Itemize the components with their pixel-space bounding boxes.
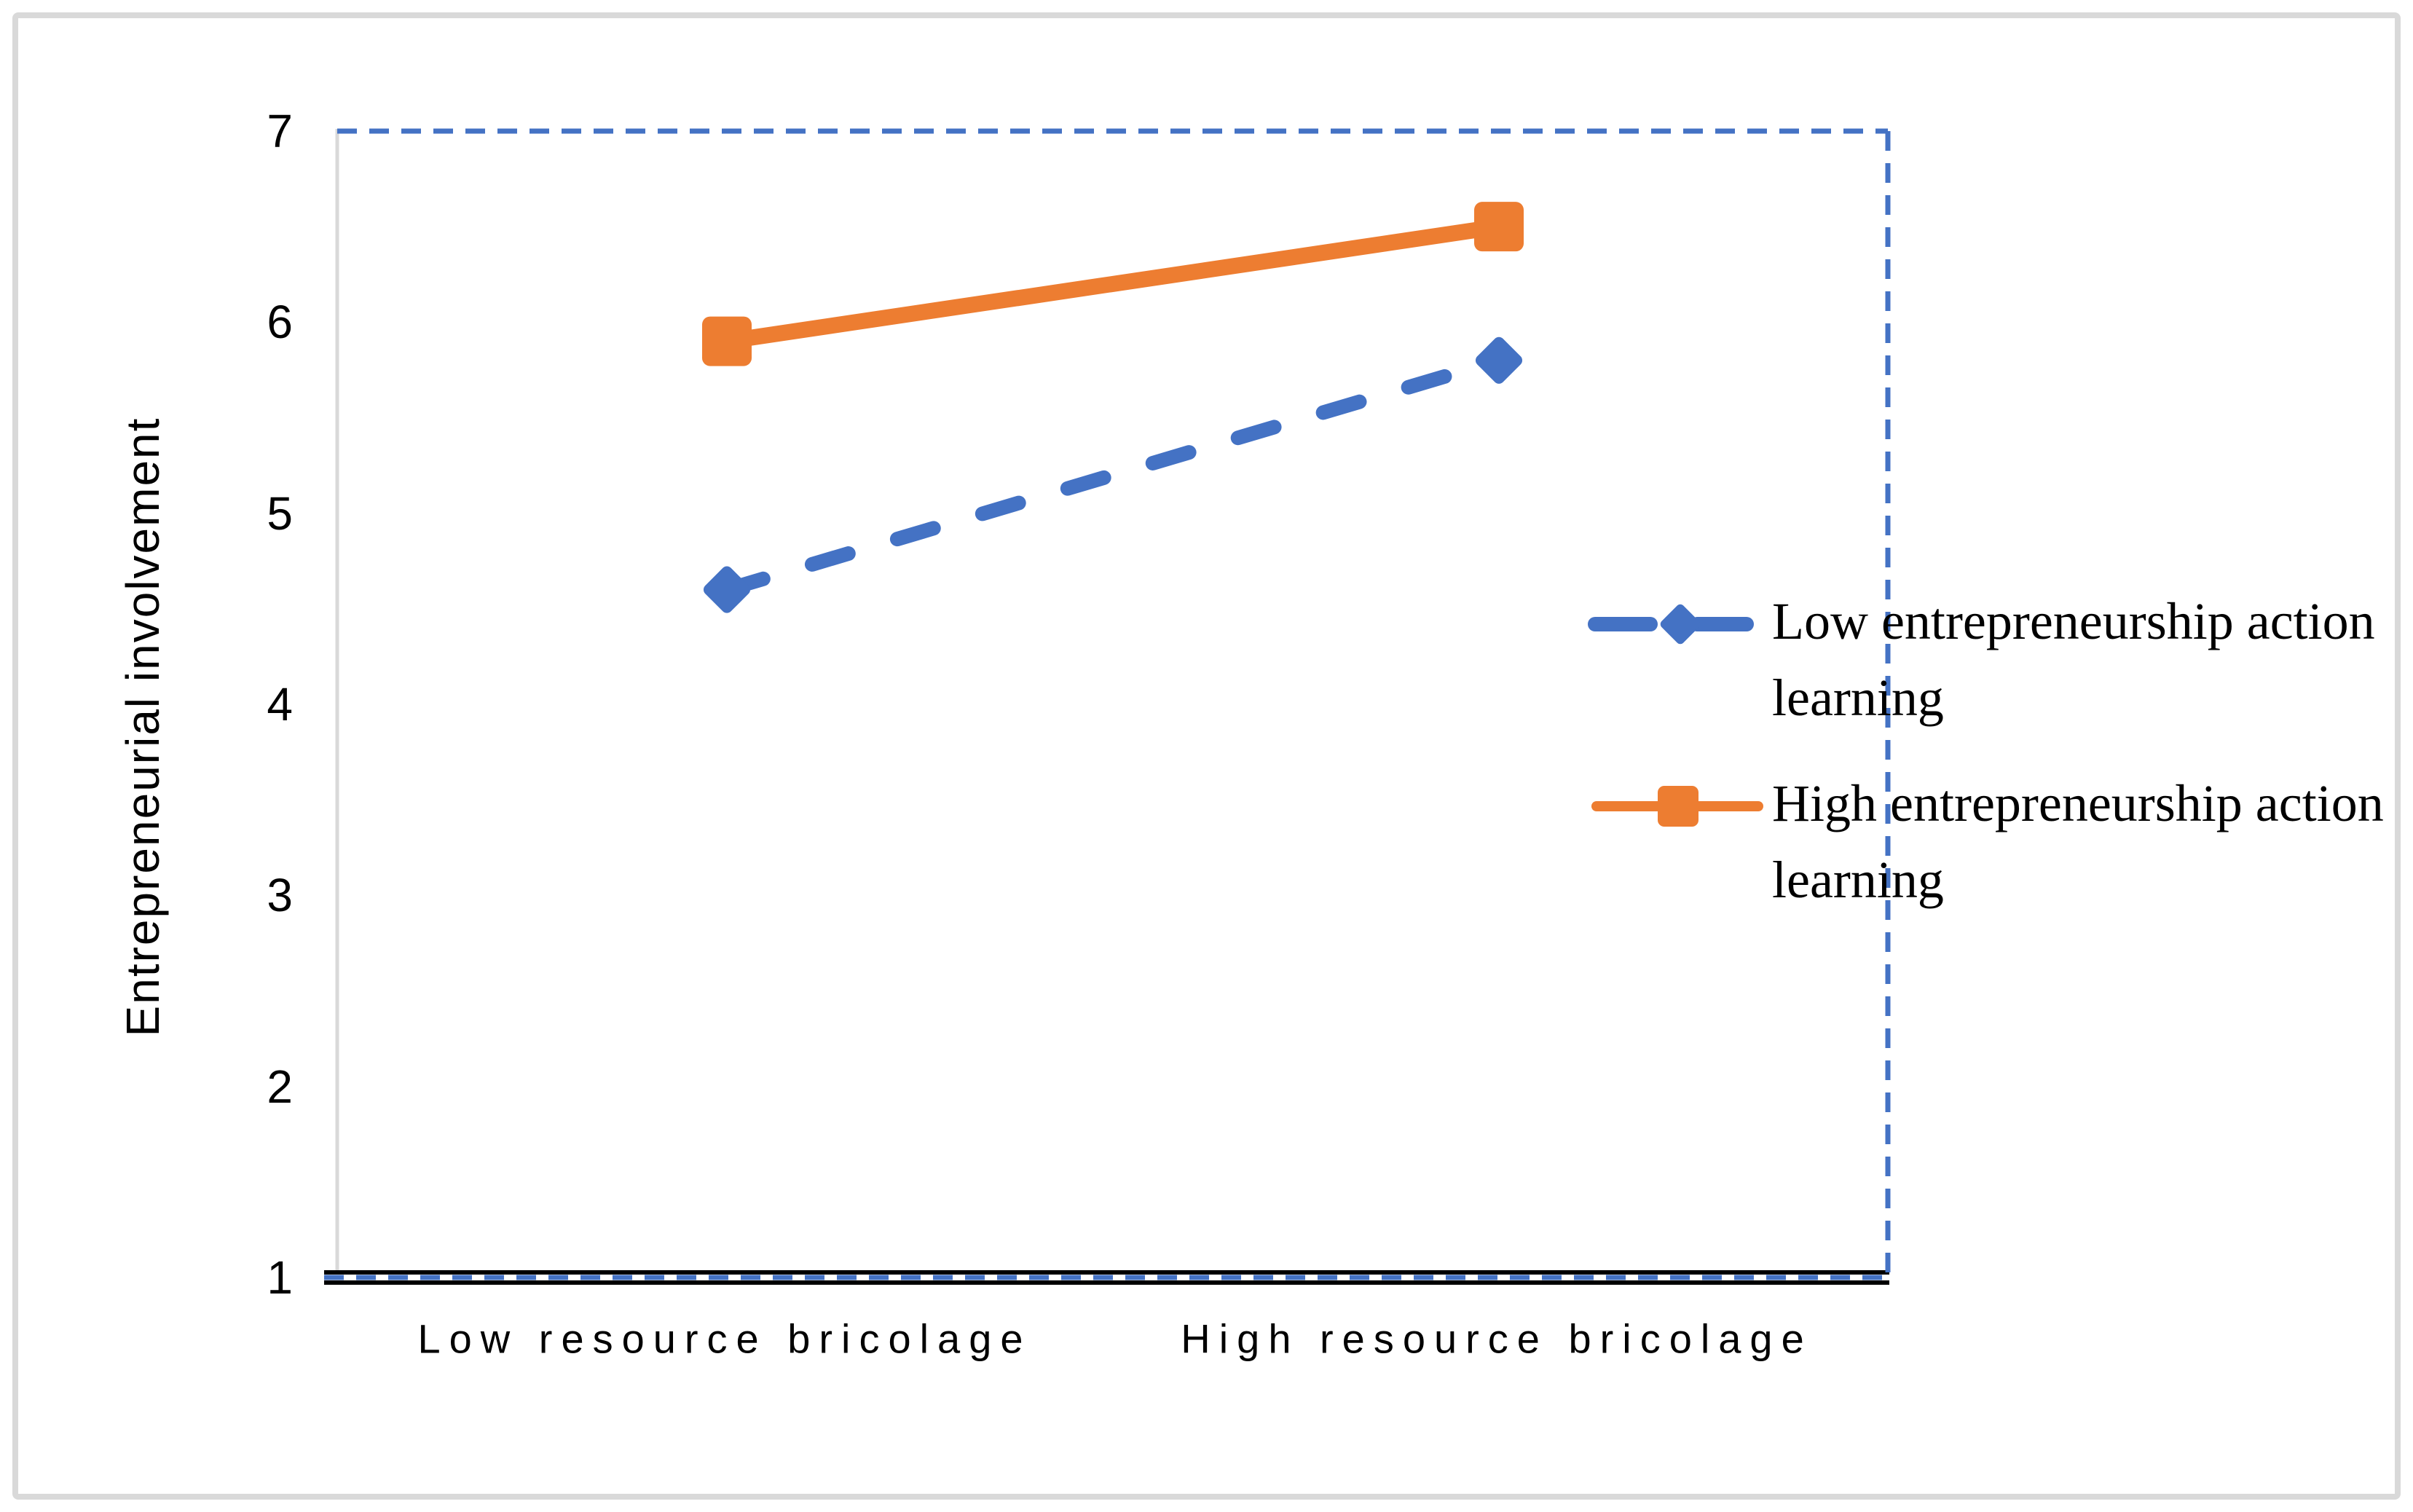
series-1-marker-square-0 [702,316,752,366]
y-tick-label-2: 2 [267,1060,293,1113]
x-category-label-low: Low resource bricolage [417,1315,1032,1362]
y-axis-title: Entrepreneurial involvement [117,417,169,1037]
legend-label-high-series: High entrepreneurship action learning [1772,774,2384,909]
legend-sample-square [1658,786,1698,827]
y-tick-label-7: 7 [267,105,293,157]
series-1-marker-square-1 [1474,202,1524,252]
x-category-label-high: High resource bricolage [1181,1315,1813,1362]
series-0-marker-diamond-0 [703,566,751,613]
legend-sample-diamond [1660,604,1701,645]
y-tick-label-5: 5 [267,487,293,540]
series-line-1 [725,218,1500,350]
y-tick-label-4: 4 [267,678,293,731]
y-tick-label-6: 6 [267,296,293,349]
legend-label-low-series: Low entrepreneurship action learning [1772,592,2375,727]
y-tick-label-3: 3 [267,869,293,922]
y-tick-label-1: 1 [267,1251,293,1304]
series-0-marker-diamond-1 [1475,336,1523,384]
series-line-0 [720,353,1506,597]
figure-border [12,12,2401,1500]
